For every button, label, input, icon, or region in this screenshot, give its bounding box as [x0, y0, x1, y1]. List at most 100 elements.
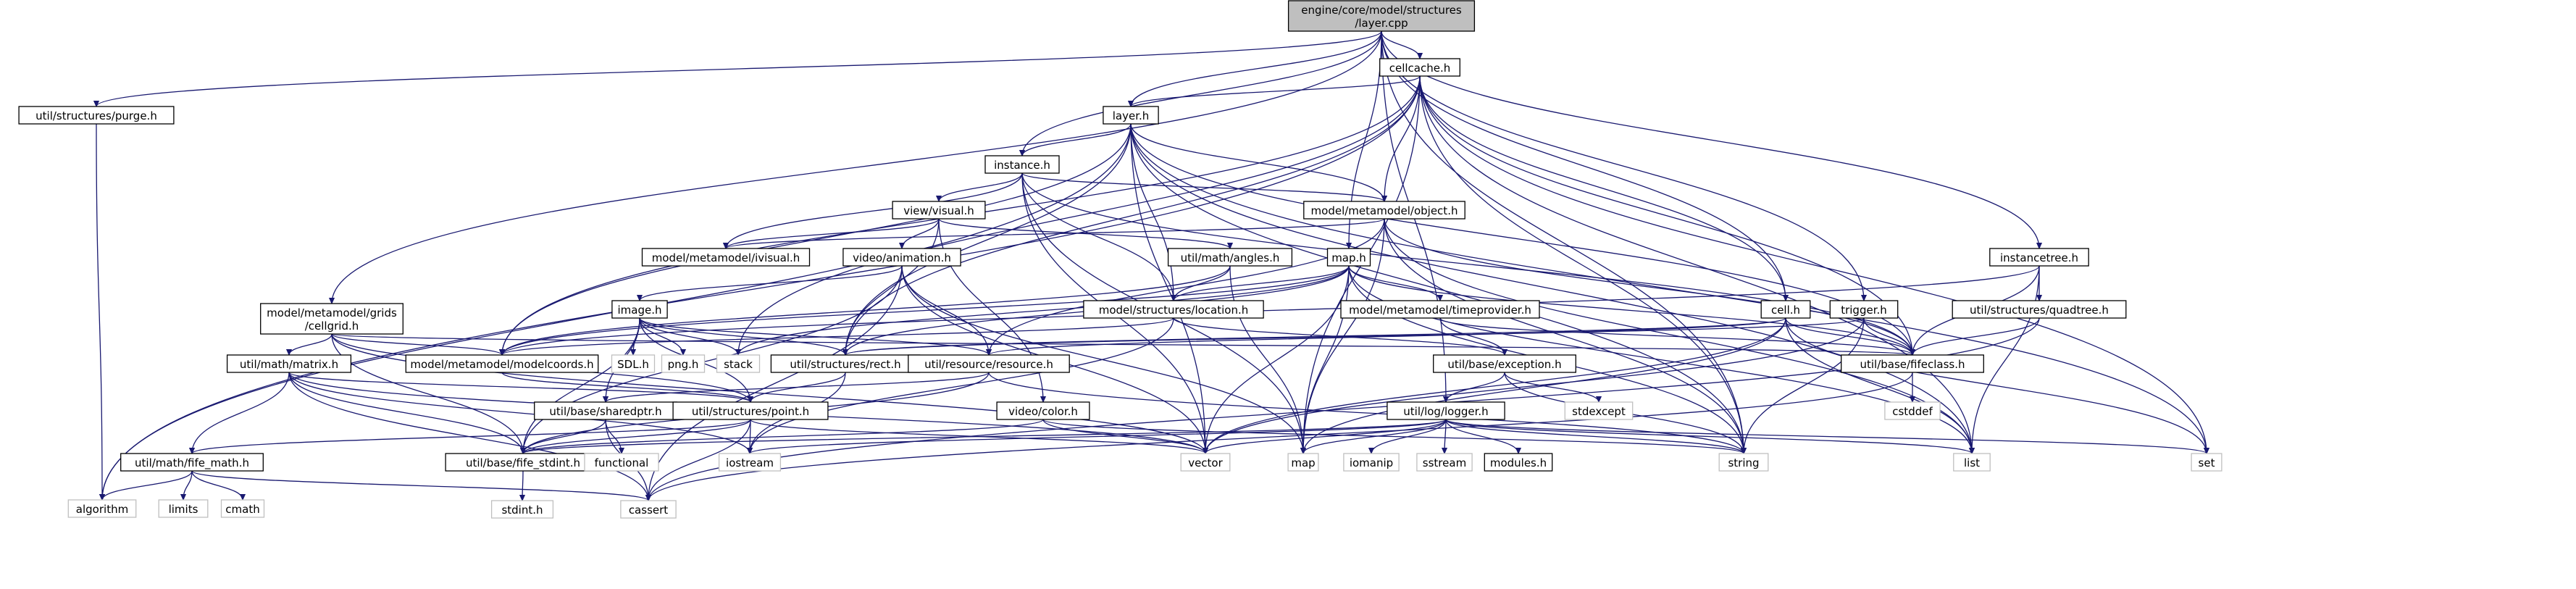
node-purge[interactable]: util/structures/purge.h [18, 106, 175, 125]
edge-timeprovider-to-fifeclass [1439, 317, 1912, 355]
edge-layer-to-list [1130, 123, 1972, 454]
edge-timeprovider-to-exception [1439, 317, 1505, 355]
node-timeprovider[interactable]: model/metamodel/timeprovider.h [1340, 300, 1540, 319]
edge-quadtree-to-fifeclass [1912, 317, 2040, 355]
node-modules[interactable]: modules.h [1484, 453, 1553, 472]
node-label: engine/core/model/structures [1301, 4, 1462, 17]
node-box [1953, 453, 1991, 472]
node-fifemath[interactable]: util/math/fife_math.h [120, 453, 264, 472]
node-instancetree[interactable]: instancetree.h [1989, 248, 2089, 267]
node-box [405, 354, 599, 373]
node-box [892, 201, 986, 220]
node-label: functional [595, 456, 649, 469]
node-stdinth: stdint.h [490, 500, 554, 519]
node-resource[interactable]: util/resource/resource.h [908, 354, 1070, 373]
node-box [1989, 248, 2089, 267]
node-root[interactable]: engine/core/model/structures/layer.cpp [1287, 0, 1476, 32]
node-cellgrid[interactable]: model/metamodel/grids/cellgrid.h [260, 303, 403, 335]
node-box [718, 453, 782, 472]
edge-object-to-ivisual [726, 218, 1385, 248]
edge-layer-to-modelcoords [502, 123, 1132, 355]
node-box [226, 354, 352, 373]
edge-color-to-string [1042, 419, 1744, 454]
node-label: limits [169, 503, 198, 516]
edge-layer-to-string [1130, 123, 1744, 454]
node-box [1167, 248, 1293, 267]
node-box [1287, 0, 1476, 32]
node-object[interactable]: model/metamodel/object.h [1303, 201, 1465, 220]
node-matrix[interactable]: util/math/matrix.h [226, 354, 352, 373]
node-color[interactable]: video/color.h [996, 401, 1090, 420]
edge-resource-to-string [988, 372, 1744, 454]
node-point[interactable]: util/structures/point.h [672, 401, 829, 420]
node-instance[interactable]: instance.h [984, 155, 1060, 174]
node-logger[interactable]: util/log/logger.h [1387, 401, 1505, 420]
edge-cell-to-set [1785, 317, 2207, 454]
edge-root-to-layer [1131, 30, 1382, 106]
node-label: util/base/fife_stdint.h [466, 456, 580, 470]
node-label: iomanip [1350, 456, 1393, 469]
node-box [1103, 106, 1159, 125]
edge-object-to-fifeclass [1384, 218, 1912, 355]
node-label: util/structures/quadtree.h [1970, 304, 2109, 317]
node-box [611, 300, 668, 319]
node-png: png.h [661, 354, 706, 373]
node-label: set [2199, 456, 2215, 469]
node-cellcache[interactable]: cellcache.h [1379, 58, 1460, 77]
node-fifestdint[interactable]: util/base/fife_stdint.h [445, 453, 601, 472]
edge-matrix-to-fifestdint [288, 372, 523, 454]
node-cell[interactable]: cell.h [1760, 300, 1811, 319]
node-modelcoords[interactable]: model/metamodel/modelcoords.h [405, 354, 599, 373]
node-box [984, 155, 1060, 174]
node-box [661, 354, 706, 373]
node-animation[interactable]: video/animation.h [842, 248, 961, 267]
node-ivisual[interactable]: model/metamodel/ivisual.h [641, 248, 811, 267]
node-label: model/metamodel/modelcoords.h [410, 358, 593, 371]
node-sharedptr[interactable]: util/base/sharedptr.h [534, 401, 677, 420]
edge-logger-to-sstream [1444, 419, 1446, 454]
node-label: model/structures/location.h [1099, 304, 1249, 317]
node-map[interactable]: map.h [1326, 248, 1371, 267]
node-box [716, 354, 761, 373]
edge-logger-to-set [1445, 419, 2207, 454]
node-label: model/metamodel/ivisual.h [652, 251, 800, 264]
node-angles[interactable]: util/math/angles.h [1167, 248, 1293, 267]
edge-visual-to-angles [938, 218, 1230, 248]
edge-fifestdint-to-stdinth [522, 470, 523, 501]
node-visual[interactable]: view/visual.h [892, 201, 986, 220]
edge-point-to-cassert [648, 419, 751, 501]
node-location[interactable]: model/structures/location.h [1083, 300, 1264, 319]
node-label: util/math/angles.h [1181, 251, 1280, 264]
node-image[interactable]: image.h [611, 300, 668, 319]
edge-logger-to-iostream [750, 419, 1447, 454]
node-rect[interactable]: util/structures/rect.h [770, 354, 921, 373]
edge-logger-to-vector [1205, 419, 1447, 454]
edge-exception-to-stdexcept [1504, 372, 1599, 402]
edge-logger-to-fifestdint [523, 419, 1447, 454]
edge-purge-to-algorithm [96, 123, 102, 500]
edge-cellgrid-to-modelcoords [331, 333, 502, 355]
edge-cell-to-fifeclass [1785, 317, 1912, 355]
edge-fifemath-to-cassert [191, 470, 648, 501]
node-exception[interactable]: util/base/exception.h [1433, 354, 1576, 373]
node-quadtree[interactable]: util/structures/quadtree.h [1952, 300, 2127, 319]
edge-root-to-purge [96, 30, 1382, 106]
edge-root-to-cellcache [1381, 30, 1420, 59]
node-label: util/resource/resource.h [924, 358, 1053, 371]
edge-cellcache-to-set [1419, 75, 2207, 454]
edge-map-to-mapstd [1303, 265, 1350, 454]
node-trigger[interactable]: trigger.h [1829, 300, 1899, 319]
node-fifeclass[interactable]: util/base/fifeclass.h [1841, 354, 1984, 373]
node-box [1379, 58, 1460, 77]
node-layer[interactable]: layer.h [1103, 106, 1159, 125]
node-label: /layer.cpp [1355, 17, 1408, 30]
edge-map-to-fifeclass [1348, 265, 1912, 355]
node-limits: limits [158, 499, 209, 518]
node-box [1433, 354, 1576, 373]
edge-root-to-instancetree [1381, 30, 2039, 248]
edge-cell-to-vector [1205, 317, 1786, 454]
edge-cellcache-to-cell [1419, 75, 1786, 301]
node-label: cstddef [1892, 405, 1933, 418]
edge-cellgrid-to-fifeclass [331, 333, 1912, 355]
